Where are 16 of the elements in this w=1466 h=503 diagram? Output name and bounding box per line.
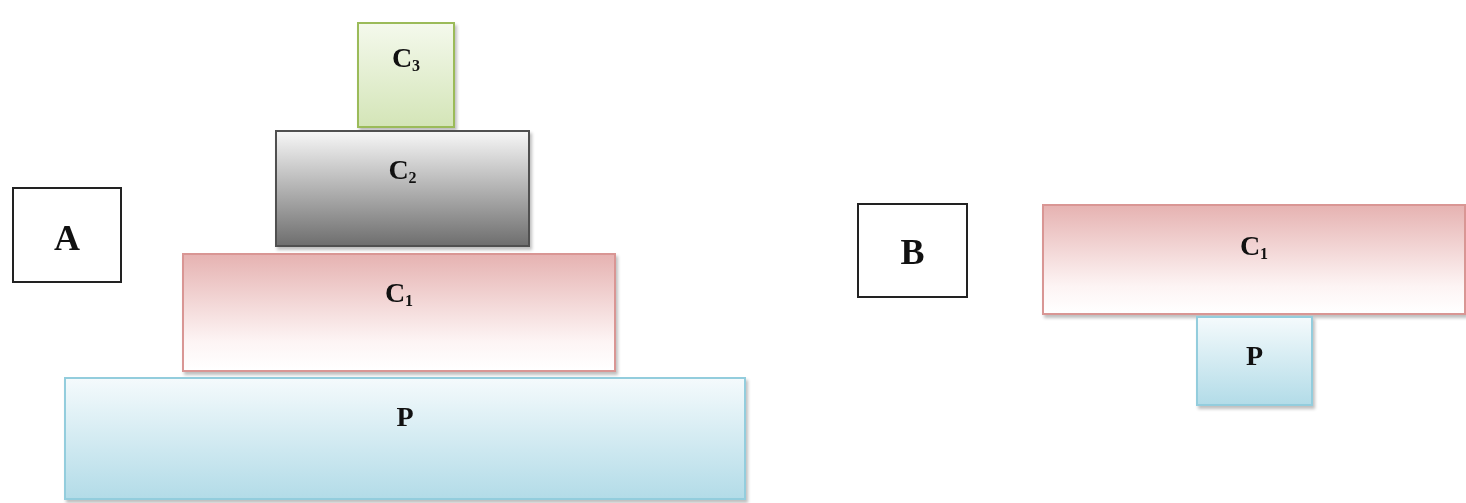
layer-box [64, 377, 746, 500]
layer-box [182, 253, 616, 372]
layer-label: P [1245, 340, 1264, 372]
layer-box [1042, 204, 1466, 315]
layer-label: C$_{3}$ [391, 42, 421, 75]
panel-letter: A [54, 217, 80, 259]
label-box [857, 203, 968, 298]
layer-box [275, 130, 530, 247]
layer-label: C$_{2}$ [388, 154, 417, 187]
layer-box [1196, 316, 1313, 406]
layer-label: C$_{1}$ [1239, 230, 1269, 263]
layer-label: P [396, 401, 414, 433]
layer-label: C$_{1}$ [384, 277, 414, 310]
panel-letter: B [900, 231, 925, 273]
layer-box [357, 22, 455, 128]
label-box [12, 187, 122, 283]
